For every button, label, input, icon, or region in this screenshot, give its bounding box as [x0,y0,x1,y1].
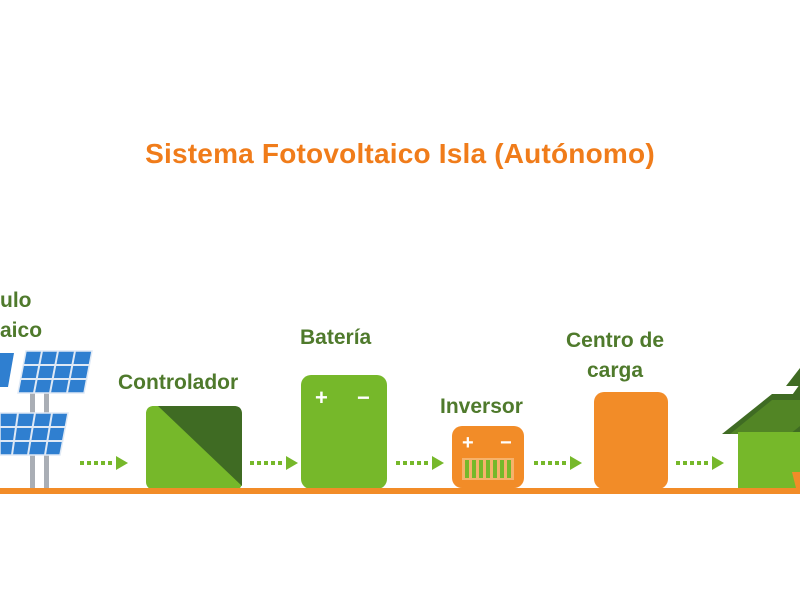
ground-line [0,488,800,494]
solar-panel-label-line2: aico [0,319,43,342]
solar-panel-label-line1: ulo [0,289,32,312]
battery-icon: + − [301,375,387,489]
battery-plus-symbol: + [315,385,328,410]
flow-arrow [534,456,582,470]
house-icon [722,368,800,490]
solar-panel-label: ulo aico [0,286,42,346]
load-center-label-line1: Centro de [566,329,665,352]
inverter-minus-symbol: − [500,432,512,454]
solar-panel-icon [0,350,93,490]
diagram-title: Sistema Fotovoltaico Isla (Autónomo) [145,138,655,169]
inverter-grille-icon [462,458,514,480]
flow-arrow [396,456,444,470]
controller-icon [146,406,242,490]
battery-minus-symbol: − [357,385,370,410]
flow-arrow [676,456,724,470]
flow-arrow [250,456,298,470]
controller-label: Controlador [118,371,239,394]
load-center-label: Centro de carga [566,326,664,386]
battery-label: Batería [300,326,372,349]
inverter-icon: + − [452,426,524,488]
flow-arrow [80,456,128,470]
inverter-label: Inversor [440,395,523,418]
load-center-icon [594,392,668,489]
inverter-plus-symbol: + [462,432,474,454]
load-center-label-line2: carga [586,359,644,382]
